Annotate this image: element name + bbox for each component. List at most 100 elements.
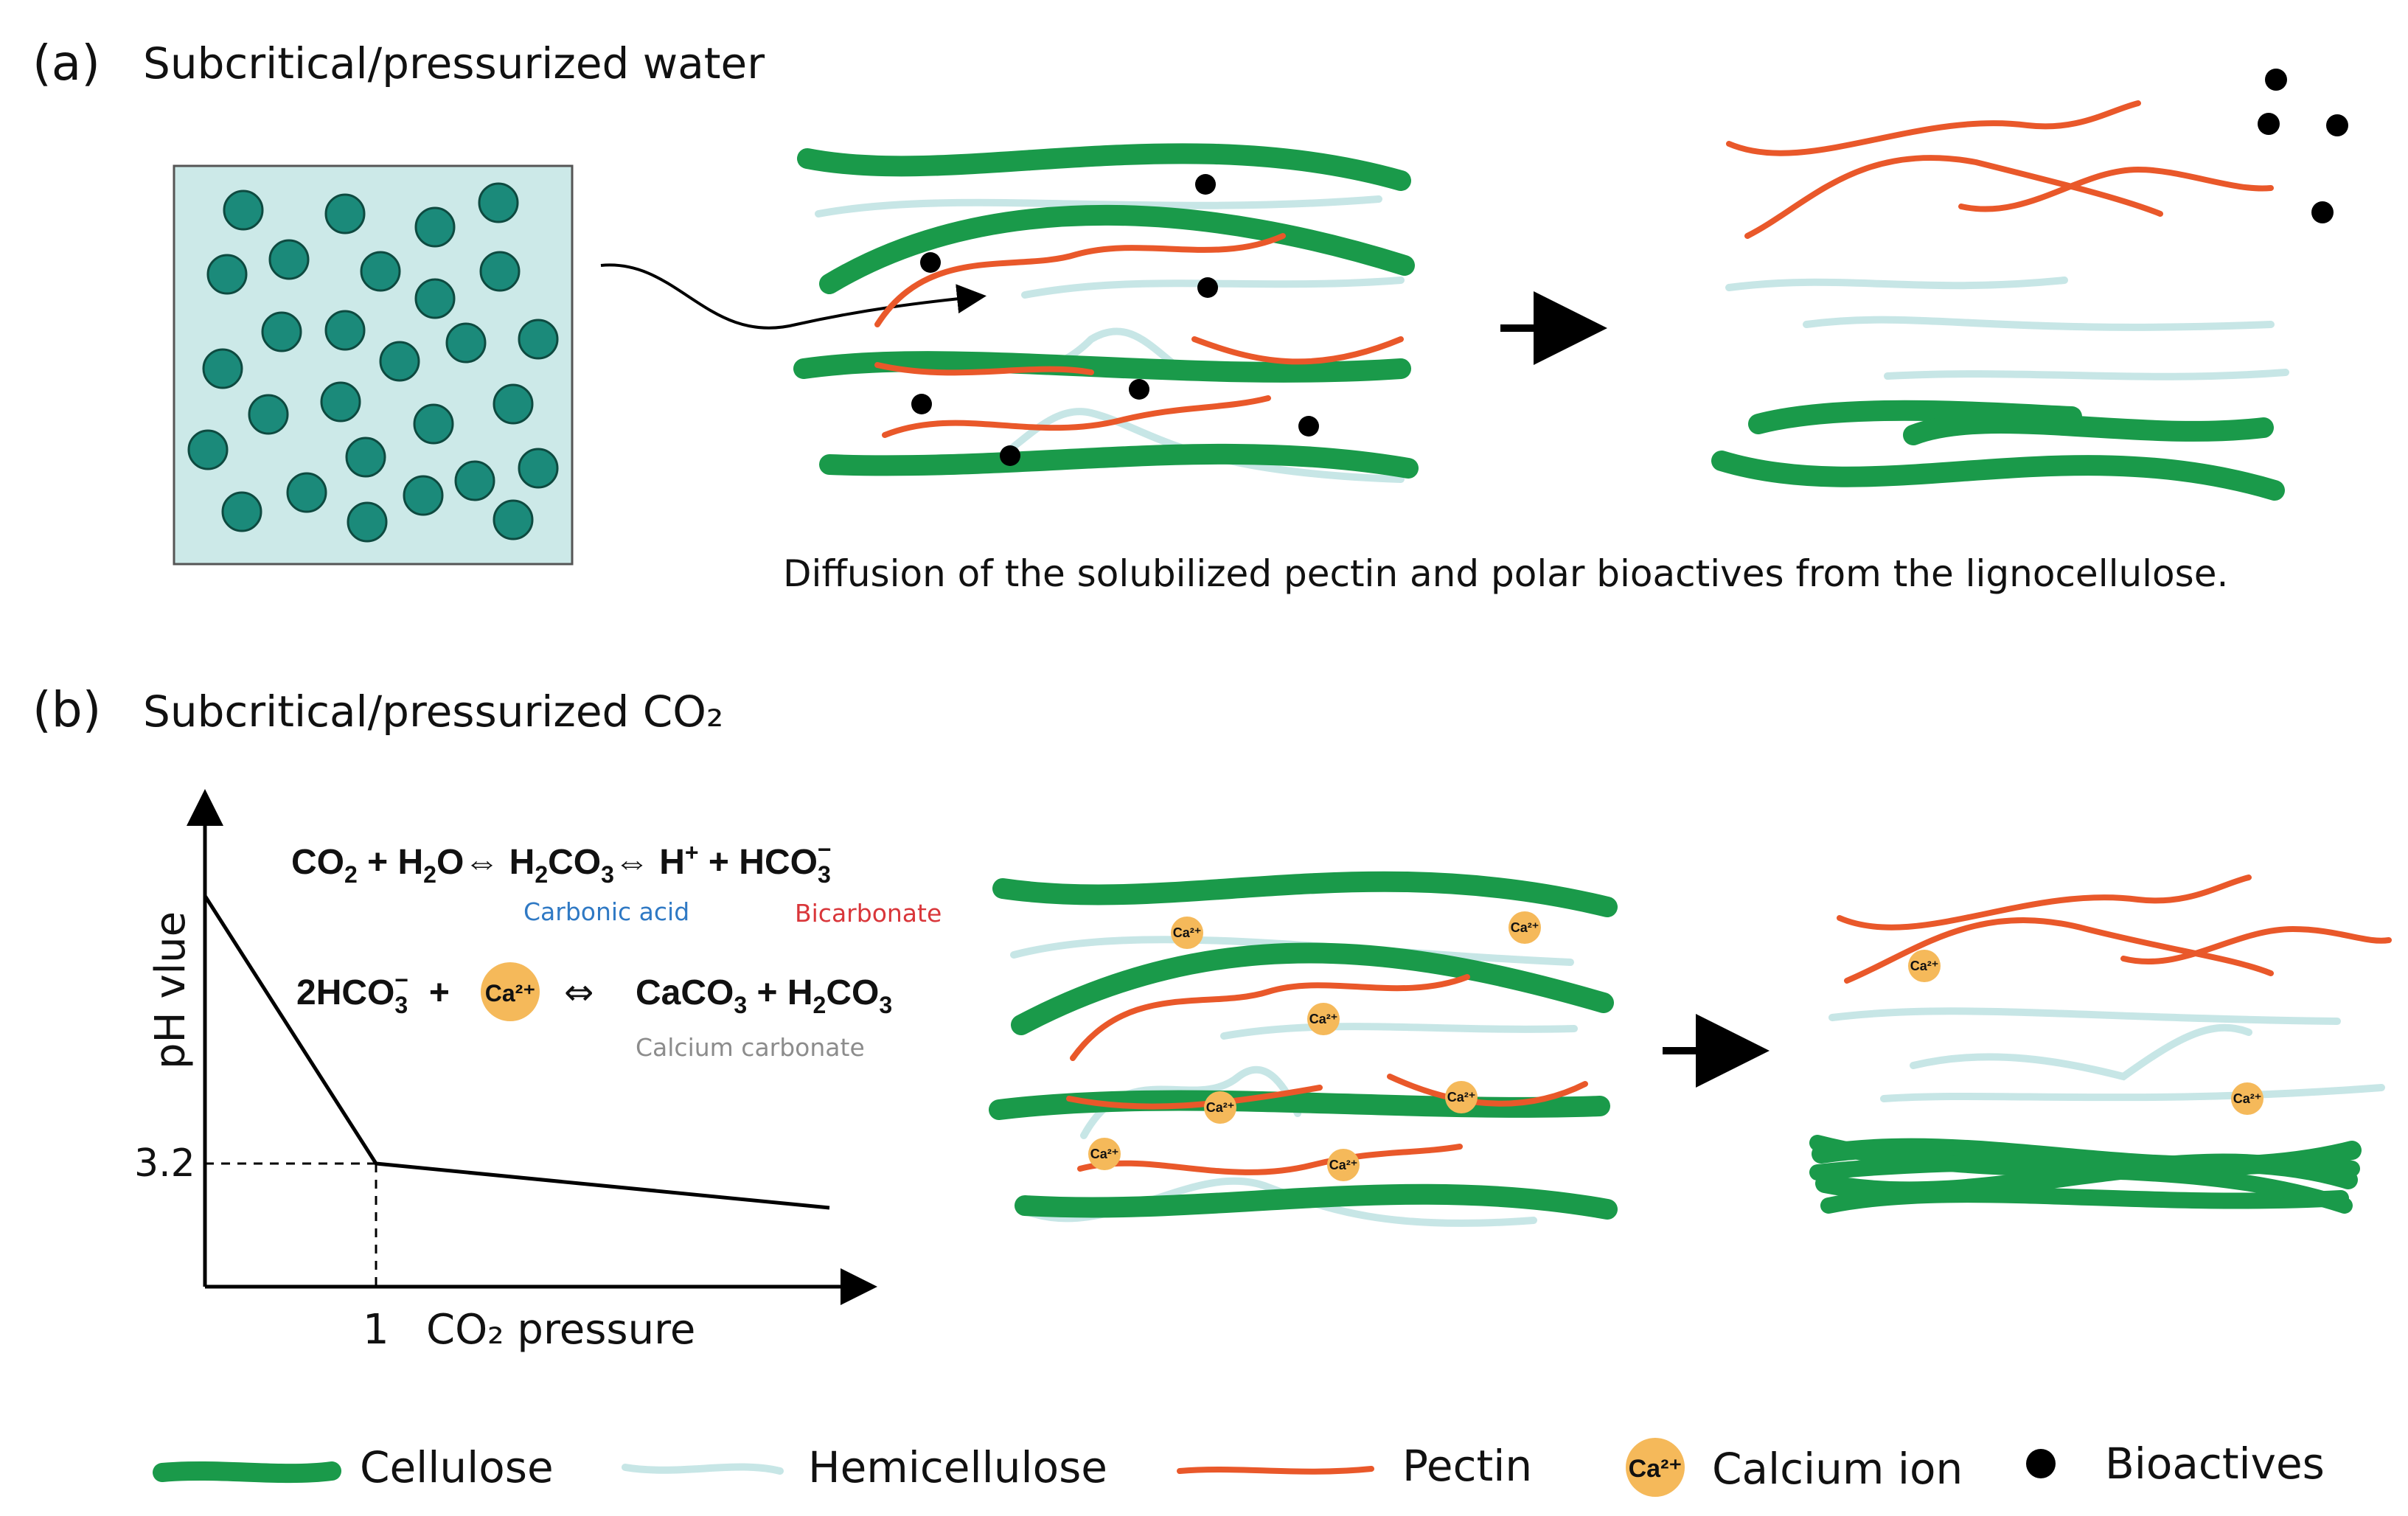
legend-hemicellulose-swatch bbox=[622, 1463, 784, 1475]
y-axis-label: pH vlue bbox=[147, 911, 195, 1069]
legend-cellulose-label: Cellulose bbox=[360, 1442, 554, 1492]
calcium-ion-label: Ca²⁺ bbox=[1447, 1090, 1476, 1105]
pectin-strand bbox=[1726, 100, 2141, 156]
calcium-ion bbox=[1088, 1138, 1121, 1170]
pectin-strand bbox=[2120, 925, 2392, 965]
calcium-ion-labels: Ca²⁺ Ca²⁺ bbox=[1910, 959, 2262, 1106]
panel-b-title: Subcritical/pressurized CO₂ bbox=[143, 686, 723, 737]
cellulose-strand bbox=[1711, 451, 2285, 501]
calcium-ion-label: Ca²⁺ bbox=[1090, 1147, 1119, 1161]
water-molecule bbox=[454, 460, 495, 501]
water-molecule bbox=[414, 278, 456, 319]
hemicellulose-strand bbox=[1220, 1023, 1578, 1040]
panel-a-title: Subcritical/pressurized water bbox=[143, 38, 765, 88]
panel-a: (a) Subcritical/pressurized water bbox=[32, 35, 2348, 595]
bioactive bbox=[920, 252, 941, 273]
cellulose-strand bbox=[819, 443, 1419, 479]
water-molecule bbox=[261, 311, 302, 352]
bioactive bbox=[1129, 379, 1149, 400]
water-molecule bbox=[414, 206, 456, 248]
water-molecule bbox=[379, 341, 420, 382]
water-molecule bbox=[324, 310, 366, 351]
equation-2-left: 2HCO3−+ bbox=[296, 967, 450, 1018]
cellulose-strand bbox=[1903, 412, 2274, 445]
x-axis-label: CO₂ pressure bbox=[426, 1306, 695, 1354]
panel-b: (b) Subcritical/pressurized CO₂ 3.2 1 CO… bbox=[32, 681, 2392, 1354]
carbonic-acid-label: Carbonic acid bbox=[523, 897, 689, 926]
calcium-ion bbox=[1307, 1003, 1340, 1035]
bioactive bbox=[2326, 114, 2348, 136]
water-molecule bbox=[493, 383, 534, 425]
legend-calcium-label: Calcium ion bbox=[1712, 1444, 1963, 1494]
calcium-ion-labels: Ca²⁺ Ca²⁺ Ca²⁺ Ca²⁺ Ca²⁺ Ca²⁺ Ca²⁺ bbox=[1090, 920, 1539, 1172]
pectin-strand bbox=[1066, 1085, 1323, 1110]
pectin-strand bbox=[1844, 917, 2274, 984]
calcium-ion bbox=[2231, 1082, 2263, 1115]
calcium-carbonate-label: Calcium carbonate bbox=[636, 1033, 865, 1062]
calcium-ion-label: Ca²⁺ bbox=[1309, 1012, 1338, 1026]
calcium-ions bbox=[1088, 911, 1541, 1181]
ph-graph: 3.2 1 CO₂ pressure pH vlue bbox=[134, 789, 877, 1354]
water-molecule bbox=[413, 403, 454, 445]
calcium-ion bbox=[1509, 911, 1541, 944]
water-molecule bbox=[268, 239, 310, 280]
hemicellulose-strand bbox=[1884, 369, 2289, 380]
pectin-strand bbox=[1070, 974, 1470, 1061]
legend-cellulose-swatch bbox=[153, 1461, 341, 1484]
water-molecule bbox=[347, 501, 388, 543]
water-molecule bbox=[206, 254, 248, 295]
bioactive bbox=[2258, 113, 2280, 135]
legend-bioactives-label: Bioactives bbox=[2105, 1439, 2325, 1489]
hemicellulose-strand bbox=[1910, 1023, 2252, 1081]
fiber-bundle-a-after bbox=[1711, 69, 2348, 501]
pectin-strand bbox=[874, 362, 1094, 376]
pectin-strand bbox=[1077, 1144, 1463, 1175]
fiber-bundle-a-before bbox=[793, 143, 1419, 483]
water-molecule bbox=[221, 491, 262, 532]
calcium-ion-label: Ca²⁺ bbox=[485, 980, 535, 1006]
y-tick-label: 3.2 bbox=[134, 1141, 195, 1186]
pectin-strand bbox=[882, 395, 1271, 438]
bioactive bbox=[1000, 445, 1020, 466]
bioactives bbox=[2258, 69, 2348, 223]
hemicellulose-strand bbox=[1010, 936, 1574, 966]
calcium-ion bbox=[1171, 917, 1203, 949]
bioactive bbox=[1298, 416, 1319, 437]
panel-b-letter: (b) bbox=[32, 681, 101, 738]
water-molecule bbox=[286, 472, 327, 513]
cellulose-strand bbox=[793, 351, 1411, 383]
cellulose-strand bbox=[1820, 1186, 2349, 1214]
cellulose-strand bbox=[1011, 942, 1614, 1035]
water-molecule bbox=[479, 251, 521, 292]
panel-a-caption: Diffusion of the solubilized pectin and … bbox=[783, 552, 2228, 595]
hemicellulose-strand bbox=[815, 195, 1382, 218]
water-molecule bbox=[518, 319, 559, 360]
hemicellulose-strand bbox=[1803, 316, 2275, 331]
pectin-strand bbox=[1387, 1074, 1588, 1107]
equation-2-arrow: ⇔ bbox=[564, 972, 594, 1013]
water-molecule bbox=[187, 429, 229, 470]
hemicellulose-strand bbox=[1880, 1084, 2385, 1102]
cellulose-strand bbox=[1809, 1135, 2353, 1214]
legend-hemicellulose-label: Hemicellulose bbox=[808, 1442, 1107, 1492]
fiber-bundle-b-after: Ca²⁺ Ca²⁺ bbox=[1809, 875, 2392, 1214]
bioactive bbox=[2265, 69, 2287, 91]
water-molecule bbox=[223, 190, 264, 231]
diffusion-arrow bbox=[600, 263, 986, 330]
pectin-strand bbox=[1837, 875, 2252, 931]
equations: CO2 + H2O⇔ H2CO3⇔ H+ + HCO3− Carbonic ac… bbox=[291, 836, 942, 1062]
hemicellulose-strand bbox=[1725, 277, 2068, 291]
calcium-ion bbox=[1445, 1081, 1478, 1113]
calcium-ion-label: Ca²⁺ bbox=[2233, 1091, 2262, 1106]
legend-bioactives-swatch bbox=[2026, 1449, 2056, 1478]
water-molecule bbox=[324, 193, 366, 234]
bioactives bbox=[911, 174, 1319, 466]
water-molecule bbox=[478, 182, 519, 223]
calcium-ion bbox=[481, 962, 540, 1021]
pectin-strand bbox=[1191, 336, 1404, 365]
water-molecules bbox=[187, 182, 559, 543]
panel-a-letter: (a) bbox=[32, 35, 100, 91]
water-molecule bbox=[403, 475, 444, 516]
water-molecule bbox=[445, 322, 487, 364]
